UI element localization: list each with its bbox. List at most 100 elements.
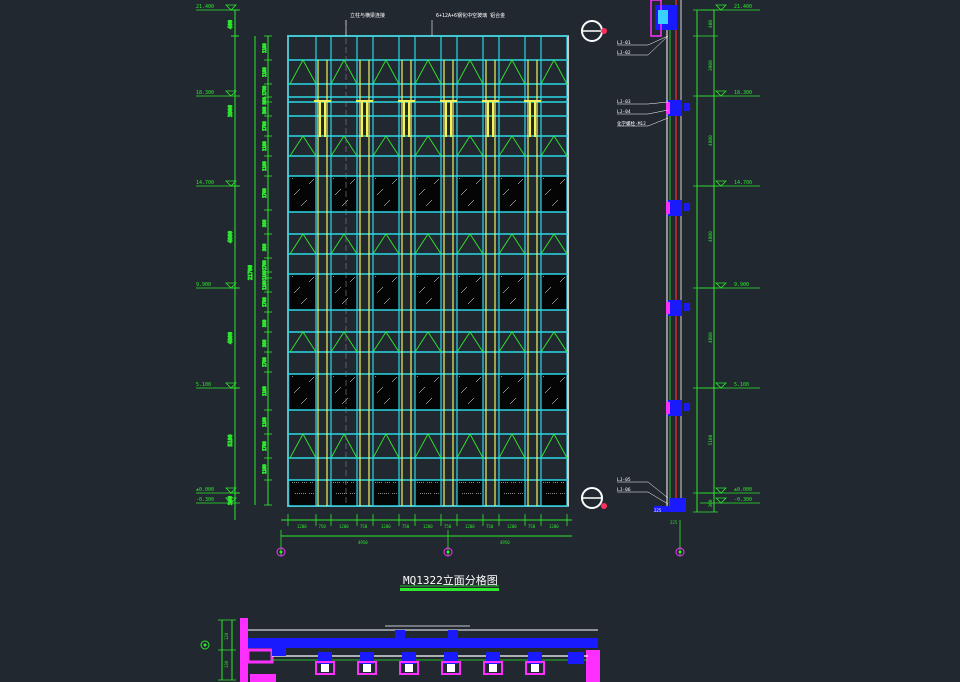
infill-speck (292, 178, 293, 179)
infill-speck (463, 290, 464, 291)
section-callout-top (581, 20, 607, 42)
level-triangle-left (225, 90, 237, 97)
vent-indicator (289, 433, 317, 459)
infill-speck (345, 202, 346, 203)
infill-speck (515, 200, 516, 201)
right-dim-label: 5100 (708, 434, 714, 445)
mullion-bracket (529, 101, 531, 137)
infill-speck (302, 302, 303, 303)
infill-speck (507, 288, 508, 289)
infill-speck (463, 482, 464, 483)
infill-speck (354, 493, 355, 494)
infill-panel (290, 274, 316, 310)
infill-speck (303, 203, 304, 204)
infill-speck (381, 482, 382, 483)
infill-speck (463, 192, 464, 193)
infill-speck (472, 493, 473, 494)
plan-axis-dot (203, 643, 207, 647)
infill-speck (382, 287, 383, 288)
level-label-right: 14.700 (734, 180, 752, 186)
infill-speck (382, 189, 383, 190)
infill-speck (351, 380, 352, 381)
infill-speck (298, 288, 299, 289)
infill-speck (344, 493, 345, 494)
infill-panel (499, 274, 525, 310)
vent-indicator (330, 59, 358, 85)
infill-speck (419, 482, 420, 483)
infill-speck (340, 493, 341, 494)
infill-speck (464, 493, 465, 494)
infill-speck (420, 493, 421, 494)
infill-speck (563, 378, 564, 379)
infill-speck (511, 482, 512, 483)
mullion-bracket (361, 101, 363, 137)
infill-speck (298, 388, 299, 389)
infill-speck (303, 493, 304, 494)
infill-speck (555, 202, 556, 203)
infill-speck (520, 279, 521, 280)
infill-panel (331, 274, 357, 310)
inner-dim-label: 1100 (262, 43, 267, 53)
infill-speck (506, 191, 507, 192)
infill-speck (506, 389, 507, 390)
infill-speck (438, 377, 439, 378)
infill-speck (503, 482, 504, 483)
infill-speck (389, 298, 390, 299)
infill-speck (380, 191, 381, 192)
infill-speck (375, 376, 376, 377)
infill-speck (344, 203, 345, 204)
infill-speck (545, 392, 546, 393)
vent-indicator (540, 233, 568, 255)
infill-speck (468, 303, 469, 304)
infill-speck (505, 192, 506, 193)
infill-speck (462, 391, 463, 392)
infill-speck (478, 493, 479, 494)
infill-speck (336, 391, 337, 392)
infill-speck (384, 403, 385, 404)
plan-dim-label: 120 (224, 632, 229, 640)
infill-speck (520, 379, 521, 380)
infill-speck (513, 300, 514, 301)
infill-speck (378, 493, 379, 494)
infill-speck (511, 204, 512, 205)
infill-speck (339, 388, 340, 389)
infill-speck (297, 389, 298, 390)
infill-speck (464, 191, 465, 192)
section-leader (647, 117, 669, 127)
infill-speck (295, 391, 296, 392)
vent-indicator (330, 331, 358, 353)
infill-speck (466, 387, 467, 388)
infill-speck (550, 287, 551, 288)
infill-speck (385, 204, 386, 205)
infill-speck (508, 189, 509, 190)
infill-speck (561, 182, 562, 183)
infill-speck (435, 482, 436, 483)
infill-panel (541, 374, 567, 410)
infill-speck (434, 493, 435, 494)
mullion-bracket (366, 101, 368, 137)
level-triangle-right (715, 382, 727, 389)
infill-speck (346, 493, 347, 494)
infill-speck (430, 201, 431, 202)
vertical-dim-label: 400 (228, 20, 234, 29)
infill-speck (423, 388, 424, 389)
infill-speck (351, 482, 352, 483)
infill-speck (521, 278, 522, 279)
infill-speck (543, 178, 544, 179)
infill-speck (504, 291, 505, 292)
infill-speck (546, 391, 547, 392)
infill-speck (392, 183, 393, 184)
vertical-section: 22540039004800480048005100300LJ-01LJ-02L… (617, 0, 718, 513)
level-label-left: 9.900 (196, 282, 211, 288)
infill-speck (557, 298, 558, 299)
level-label-right: ±0.000 (734, 487, 752, 493)
infill-speck (513, 482, 514, 483)
level-label-left: 14.700 (196, 180, 214, 186)
overall-width-right: 4950 (500, 540, 510, 545)
infill-speck (461, 194, 462, 195)
mullion-bracket (403, 101, 405, 137)
infill-speck (378, 193, 379, 194)
infill-speck (429, 400, 430, 401)
